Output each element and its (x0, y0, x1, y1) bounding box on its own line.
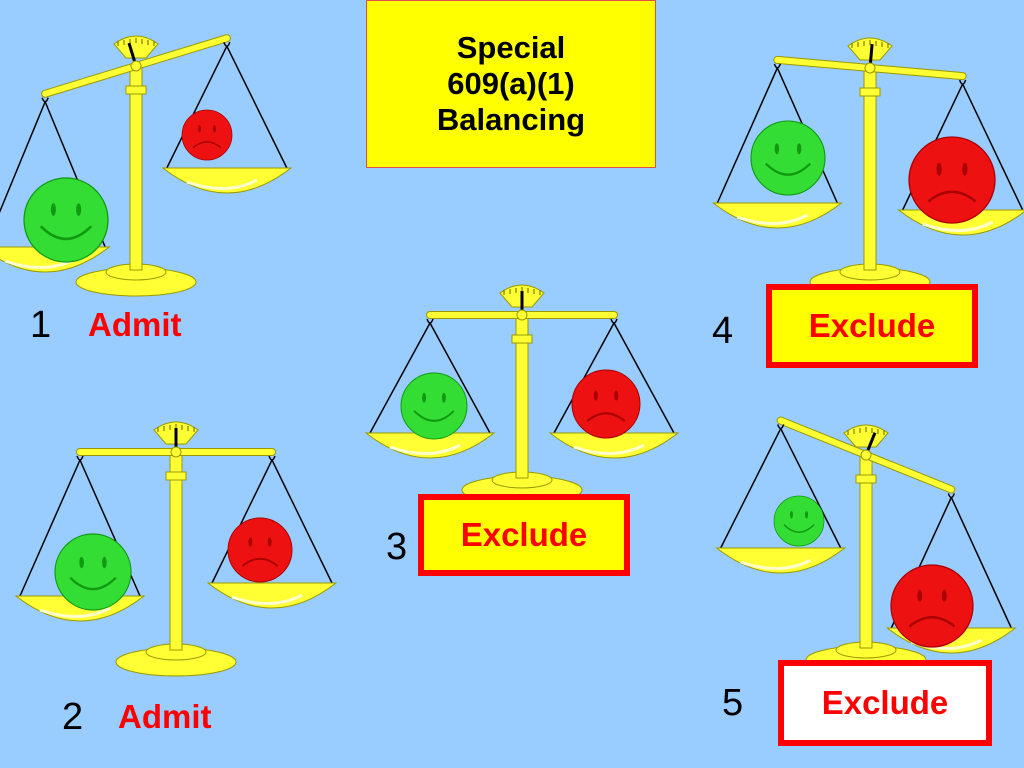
happy-face-icon (55, 534, 131, 610)
scale-3-number: 3 (386, 526, 408, 568)
sad-face-icon (182, 110, 232, 160)
balance-scale-2-icon (14, 421, 338, 677)
title-line-2: 609(a)(1) (447, 66, 575, 101)
sad-face-icon (572, 370, 640, 438)
balance-scale-3-icon (364, 284, 680, 505)
scale-1-number: 1 (30, 304, 52, 346)
scale-4-verdict-box: Exclude (766, 284, 978, 368)
happy-face-icon (751, 121, 825, 195)
scale-2-verdict: Admit (118, 698, 212, 735)
sad-face-icon (909, 137, 995, 223)
happy-face-icon (401, 373, 467, 439)
happy-face-icon (24, 178, 108, 262)
title-box: Special 609(a)(1) Balancing (366, 0, 656, 168)
happy-face-icon (774, 496, 824, 546)
balance-scale-1-icon (0, 34, 293, 297)
scale-5-verdict-box: Exclude (778, 660, 992, 746)
balance-scale-4-icon (711, 37, 1024, 297)
sad-face-icon (891, 565, 973, 647)
scale-5-number: 5 (722, 682, 744, 724)
scale-1-verdict: Admit (88, 306, 182, 343)
title-line-3: Balancing (436, 102, 586, 137)
scale-4-number: 4 (712, 310, 734, 352)
scale-2-number: 2 (62, 696, 84, 738)
balance-scale-5-icon (715, 416, 1017, 675)
scale-3-verdict-box: Exclude (418, 494, 630, 576)
title-line-1: Special (456, 30, 566, 65)
sad-face-icon (228, 518, 292, 582)
